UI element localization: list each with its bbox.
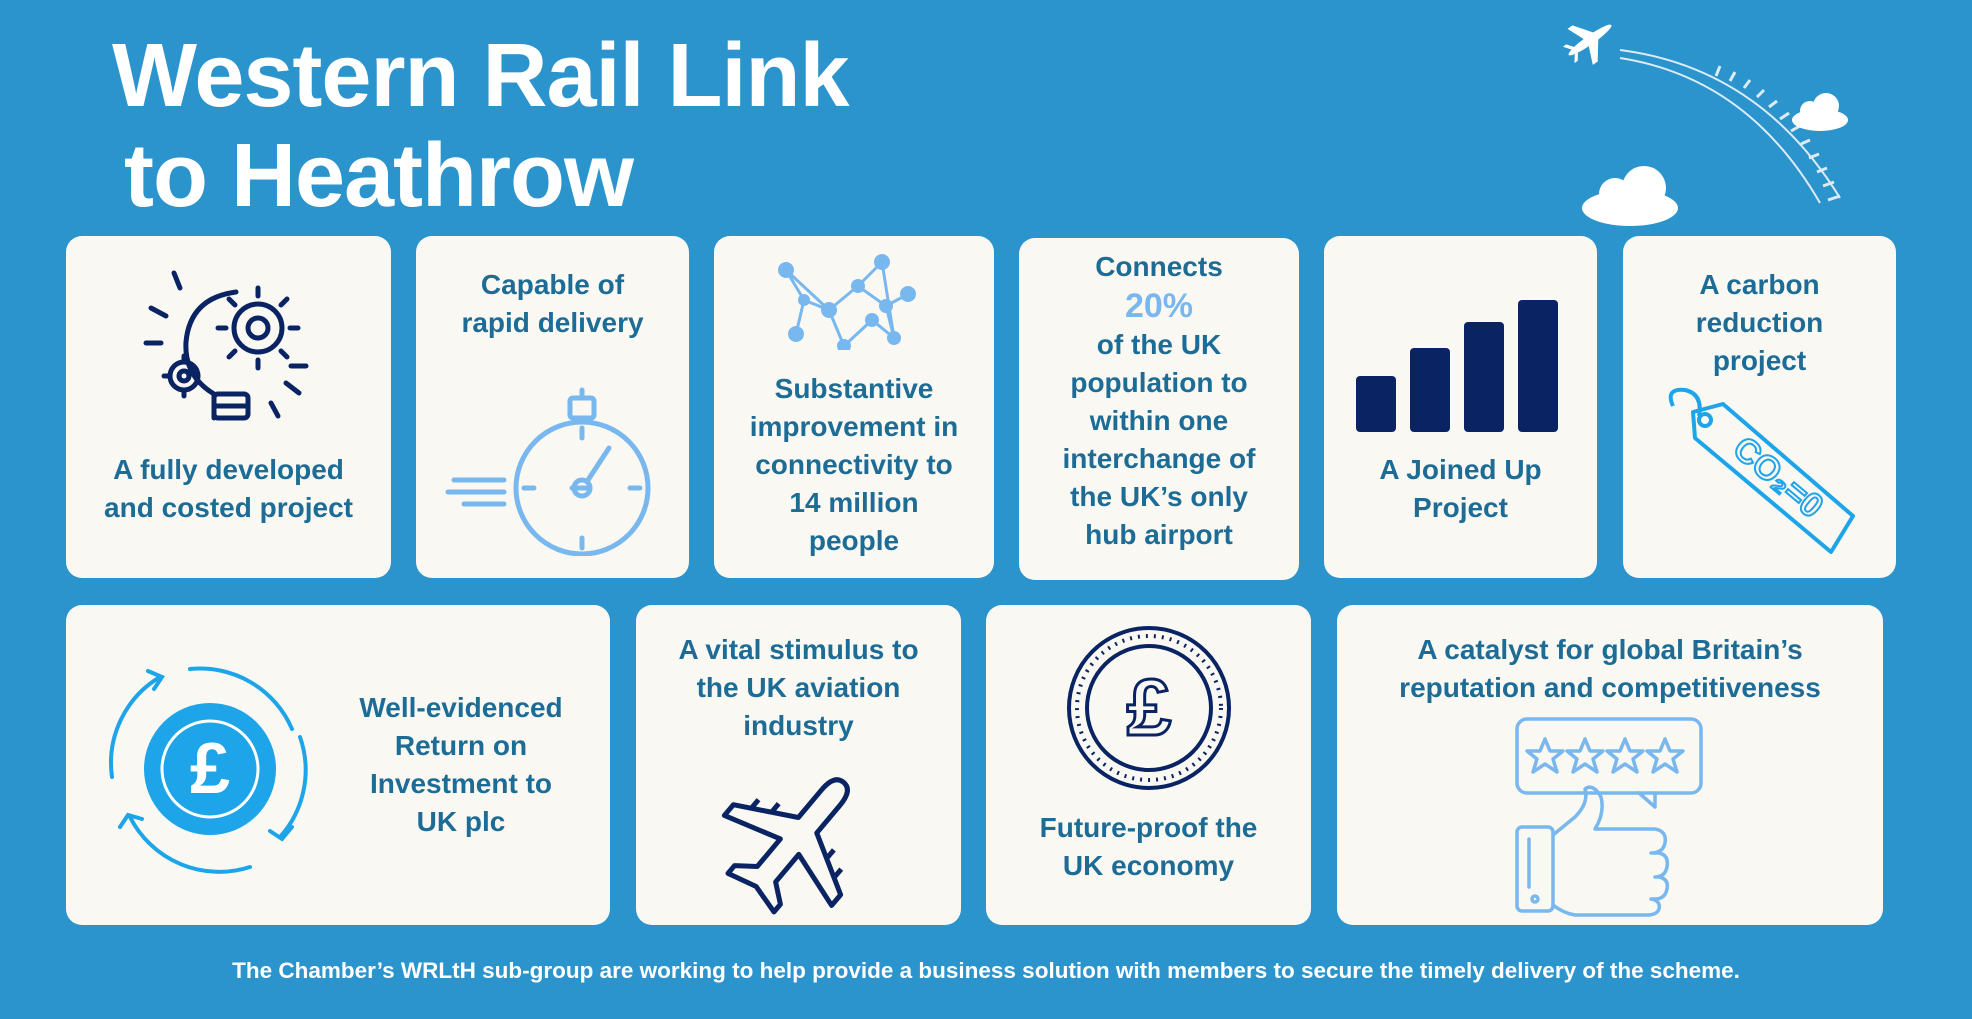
pound-cycle-icon: £ xyxy=(109,666,308,874)
lightbulb-gears-icon xyxy=(143,270,309,421)
card-text-line: population to xyxy=(1070,367,1248,398)
stopwatch-icon xyxy=(445,387,651,556)
card-text-line: interchange of xyxy=(1062,443,1256,474)
card-connects-population: Connects 20% of the UK population to wit… xyxy=(1019,238,1299,580)
card-text-line: UK plc xyxy=(416,806,506,837)
title-line-2: to Heathrow xyxy=(124,126,634,226)
pound-coin-icon: £ xyxy=(1067,626,1231,790)
card-text-line: improvement in xyxy=(749,411,959,442)
card-text-line: A carbon xyxy=(1699,269,1820,300)
card-text-line: the UK aviation xyxy=(696,672,901,703)
card-text-line: and costed project xyxy=(104,492,353,523)
card-text-line: within one xyxy=(1089,405,1229,436)
card-return-on-investment: £ Well-evidenced Return on Investment to… xyxy=(66,605,610,925)
card-carbon-reduction: A carbon reduction project CO₂=0 xyxy=(1623,236,1896,578)
card-text-line: UK economy xyxy=(1062,850,1235,881)
card-text-line: Return on xyxy=(394,730,528,761)
card-joined-up: A Joined Up Project xyxy=(1324,236,1597,578)
card-connectivity-text: Substantive improvement in connectivity … xyxy=(714,370,994,560)
card-text-line: Project xyxy=(1413,492,1508,523)
plane-rail-decoration xyxy=(1562,24,1848,226)
card-text-line: reputation and competitiveness xyxy=(1399,672,1821,703)
card-text-line: the UK’s only xyxy=(1070,481,1248,512)
airplane-icon xyxy=(721,777,850,915)
percent-highlight: 20% xyxy=(1124,287,1194,325)
card-text-line: A fully developed xyxy=(113,454,344,485)
card-text-line: connectivity to xyxy=(755,449,953,480)
network-icon xyxy=(778,254,916,350)
card-rapid-delivery: Capable of rapid delivery xyxy=(416,236,689,578)
card-future-proof-economy: £ Future-proof the UK economy xyxy=(986,605,1311,925)
bar-chart-icon xyxy=(1356,300,1558,432)
card-text-line: reduction xyxy=(1695,307,1824,338)
card-text-line: Investment to xyxy=(369,768,553,799)
card-connectivity: Substantive improvement in connectivity … xyxy=(714,236,994,578)
cloud-icon xyxy=(1582,166,1678,226)
card-text-line: Future-proof the xyxy=(1039,812,1258,843)
card-rapid-text: Capable of rapid delivery xyxy=(416,266,689,342)
card-joined-text: A Joined Up Project xyxy=(1324,451,1597,527)
card-text-line: A catalyst for global Britain’s xyxy=(1417,634,1803,665)
card-text-line: rapid delivery xyxy=(461,307,644,338)
card-text-line: Capable of xyxy=(480,269,625,300)
card-economy-text: Future-proof the UK economy xyxy=(986,809,1311,885)
card-text-line: hub airport xyxy=(1085,519,1233,550)
card-aviation-stimulus: A vital stimulus to the UK aviation indu… xyxy=(636,605,961,925)
card-roi-text: Well-evidenced Return on Investment to U… xyxy=(336,689,586,841)
card-text-line: Substantive xyxy=(774,373,934,404)
svg-text:£: £ xyxy=(1127,663,1172,752)
card-text-line: industry xyxy=(743,710,854,741)
cloud-icon xyxy=(1792,93,1848,131)
card-text-line: A Joined Up xyxy=(1379,454,1542,485)
card-text-line: 14 million xyxy=(789,487,919,518)
card-connects-text: Connects 20% of the UK population to wit… xyxy=(1019,248,1299,554)
co2-tag-icon: CO₂=0 xyxy=(1668,387,1855,554)
star-rating-icon xyxy=(1525,737,1685,774)
card-aviation-text: A vital stimulus to the UK aviation indu… xyxy=(636,631,961,745)
page-title: Western Rail Link to Heathrow xyxy=(112,26,850,226)
card-carbon-text: A carbon reduction project xyxy=(1623,266,1896,380)
card-text-line: people xyxy=(808,525,900,556)
card-global-catalyst: A catalyst for global Britain’s reputati… xyxy=(1337,605,1883,925)
card-text-line: Connects xyxy=(1095,251,1223,282)
card-developed-project: A fully developed and costed project xyxy=(66,236,391,578)
title-line-1: Western Rail Link xyxy=(112,26,850,126)
thumbs-up-rating-icon xyxy=(1515,717,1703,917)
rail-track-trail xyxy=(1619,49,1841,204)
card-catalyst-text: A catalyst for global Britain’s reputati… xyxy=(1337,631,1883,707)
footer-note: The Chamber’s WRLtH sub-group are workin… xyxy=(232,958,1740,983)
card-developed-text: A fully developed and costed project xyxy=(66,451,391,527)
card-text-line: Well-evidenced xyxy=(359,692,563,723)
airplane-decoration-icon xyxy=(1562,24,1612,65)
card-text-line: A vital stimulus to xyxy=(678,634,919,665)
svg-text:£: £ xyxy=(190,729,230,809)
card-text-line: project xyxy=(1712,345,1807,376)
card-text-line: of the UK xyxy=(1096,329,1222,360)
